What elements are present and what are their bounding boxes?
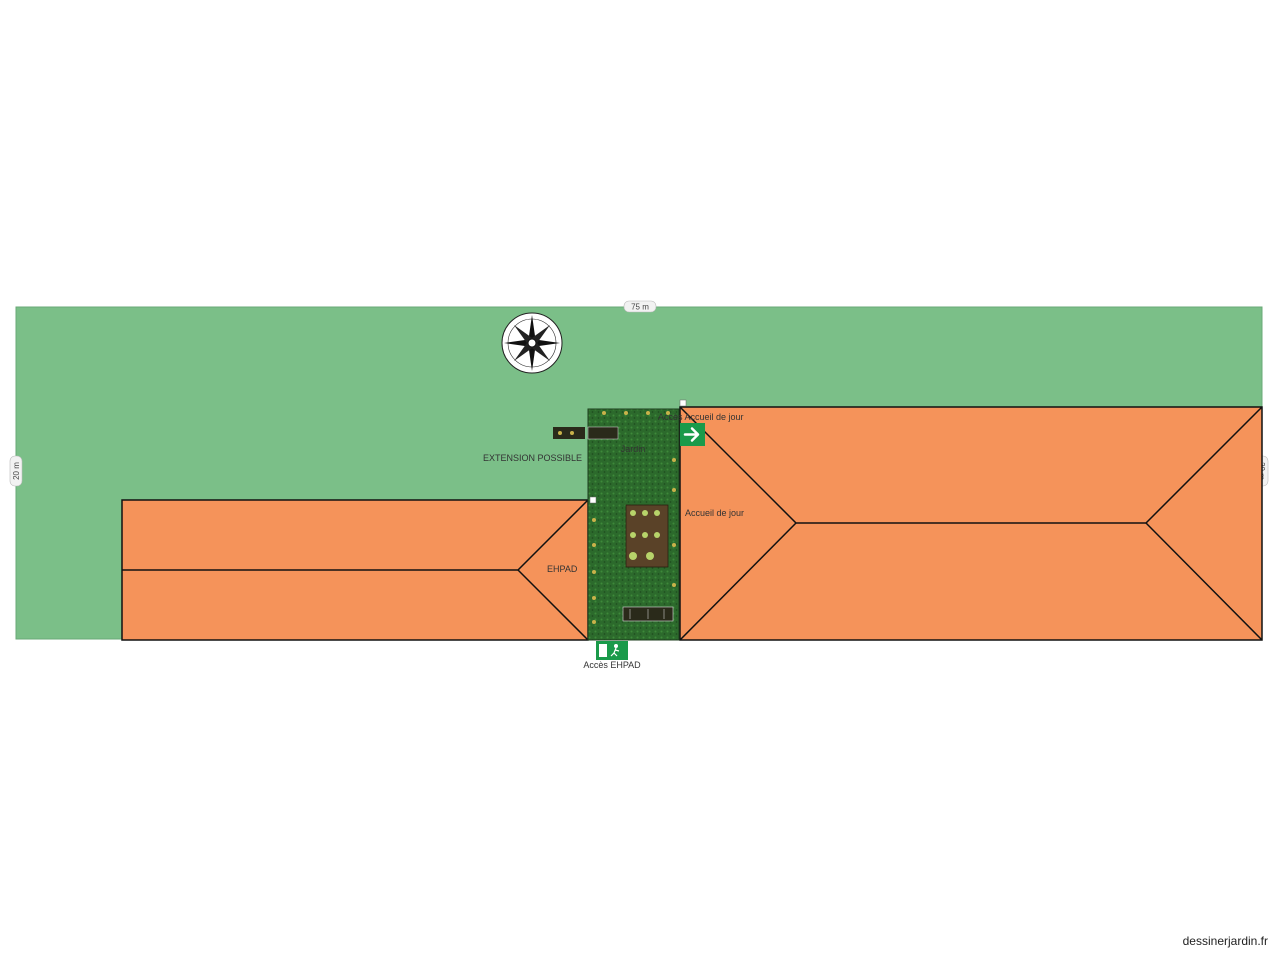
marker-left bbox=[589, 496, 597, 504]
compass-rose-icon bbox=[501, 312, 563, 374]
day-care-label: Accueil de jour bbox=[685, 508, 744, 518]
emergency-exit-icon bbox=[596, 641, 628, 660]
height-dimension-left: 20 m bbox=[9, 455, 23, 487]
outdoor-furniture bbox=[553, 426, 619, 440]
extension-label: EXTENSION POSSIBLE bbox=[483, 453, 582, 463]
ehpad-access-label: Accès EHPAD bbox=[583, 660, 641, 670]
day-care-building bbox=[679, 406, 1263, 641]
day-care-access-label: Accès Accueil de jour bbox=[658, 412, 744, 422]
garden-label: Jardin bbox=[621, 444, 646, 454]
garden-area bbox=[587, 408, 680, 641]
height-dimension-left-label: 20 m bbox=[12, 462, 21, 480]
brand-watermark: dessinerjardin.fr bbox=[1182, 934, 1268, 948]
width-dimension: 75 m bbox=[623, 300, 657, 313]
width-dimension-label: 75 m bbox=[631, 303, 649, 312]
marker-top bbox=[679, 399, 687, 407]
arrow-right-icon bbox=[680, 423, 705, 446]
ehpad-building bbox=[121, 499, 589, 641]
ehpad-label: EHPAD bbox=[547, 564, 578, 574]
